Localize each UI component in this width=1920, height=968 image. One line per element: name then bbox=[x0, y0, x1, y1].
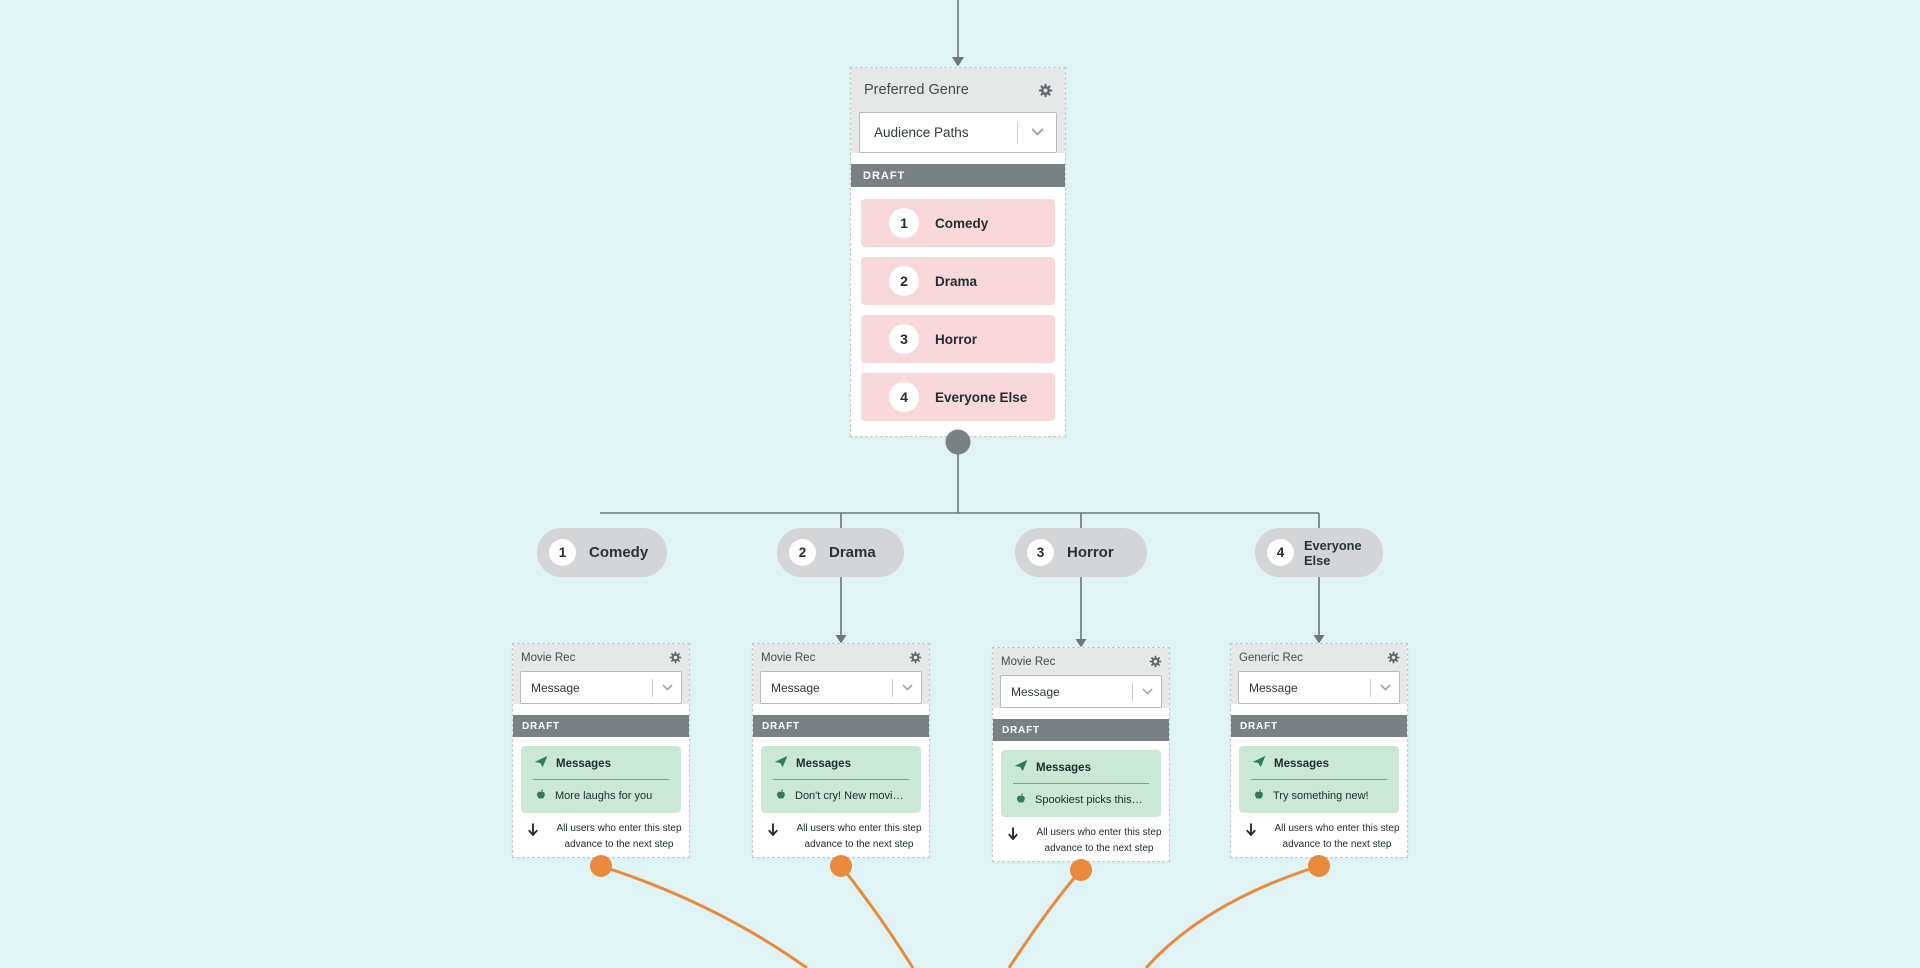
status-draft-badge: DRAFT bbox=[753, 715, 929, 737]
step-type-selector[interactable]: Message bbox=[1238, 671, 1400, 704]
branch-label: Everyone Else bbox=[1304, 537, 1362, 568]
selector-value: Message bbox=[771, 680, 820, 695]
advance-note-text: All users who enter this step advance to… bbox=[796, 823, 922, 850]
branch-node-dot[interactable] bbox=[945, 429, 971, 455]
path-label: Everyone Else bbox=[935, 389, 1028, 405]
advance-note-text: All users who enter this step advance to… bbox=[556, 823, 682, 850]
advance-note-text: All users who enter this step advance to… bbox=[1036, 827, 1162, 854]
gear-icon[interactable] bbox=[1038, 83, 1053, 98]
message-preview-text: Spookiest picks this… bbox=[1035, 793, 1143, 806]
selector-divider bbox=[892, 678, 893, 697]
message-card-movie-rec-horror[interactable]: Movie Rec Message DRAFT Messa bbox=[992, 647, 1170, 862]
path-number-badge: 4 bbox=[889, 382, 919, 412]
status-draft-badge: DRAFT bbox=[1231, 715, 1407, 737]
message-preview-text: Don't cry! New movi… bbox=[795, 789, 904, 802]
audience-path-row: 2 Drama bbox=[861, 257, 1055, 305]
path-number-badge: 2 bbox=[889, 266, 919, 296]
gear-icon[interactable] bbox=[1387, 651, 1400, 664]
messages-section[interactable]: Messages Spookiest picks this… bbox=[1001, 750, 1161, 817]
next-step-connector-dot[interactable] bbox=[1308, 855, 1330, 877]
card-title: Movie Rec bbox=[1001, 655, 1056, 668]
branch-label: Horror bbox=[1067, 544, 1114, 561]
selector-divider bbox=[1017, 121, 1018, 144]
messages-divider bbox=[1251, 779, 1387, 780]
next-step-connector-dot[interactable] bbox=[590, 855, 612, 877]
branch-pill-everyone-else: 4 Everyone Else bbox=[1255, 528, 1383, 577]
advance-note: All users who enter this step advance to… bbox=[1001, 825, 1162, 857]
flow-connector-curve bbox=[839, 865, 915, 968]
selector-divider bbox=[1132, 682, 1133, 701]
selector-value: Audience Paths bbox=[874, 125, 969, 140]
message-preview-text: More laughs for you bbox=[555, 789, 653, 802]
path-number-badge: 3 bbox=[889, 324, 919, 354]
branch-pill-drama: 2 Drama bbox=[777, 528, 904, 577]
messages-section[interactable]: Messages Don't cry! New movi… bbox=[761, 746, 921, 813]
next-step-connector-dot[interactable] bbox=[1070, 859, 1092, 881]
selector-divider bbox=[1370, 678, 1371, 697]
selector-value: Message bbox=[1249, 680, 1298, 695]
flow-connector-curve bbox=[1007, 869, 1083, 968]
audience-path-row: 4 Everyone Else bbox=[861, 373, 1055, 421]
advance-note: All users who enter this step advance to… bbox=[1239, 821, 1400, 853]
branch-pill-horror: 3 Horror bbox=[1015, 528, 1147, 577]
message-card-movie-rec-comedy[interactable]: Movie Rec Message DRAFT Messa bbox=[512, 643, 690, 858]
messages-divider bbox=[773, 779, 909, 780]
flow-connector-curve bbox=[1144, 864, 1320, 968]
status-draft-badge: DRAFT bbox=[851, 164, 1065, 187]
arrowhead-into-card-drama bbox=[835, 635, 847, 644]
card-title: Movie Rec bbox=[761, 651, 816, 664]
message-card-generic-rec[interactable]: Generic Rec Message DRAFT Mes bbox=[1230, 643, 1408, 858]
advance-note: All users who enter this step advance to… bbox=[761, 821, 922, 853]
messages-label: Messages bbox=[796, 757, 851, 770]
branch-number-badge: 3 bbox=[1027, 539, 1054, 566]
messages-label: Messages bbox=[556, 757, 611, 770]
messages-label: Messages bbox=[1036, 761, 1091, 774]
messages-divider bbox=[533, 779, 669, 780]
path-label: Drama bbox=[935, 273, 978, 289]
next-step-connector-dot[interactable] bbox=[830, 855, 852, 877]
selector-value: Message bbox=[531, 680, 580, 695]
branch-number-badge: 4 bbox=[1267, 539, 1294, 566]
step-type-selector[interactable]: Message bbox=[760, 671, 922, 704]
arrowhead-into-card-everyone-else bbox=[1313, 635, 1325, 644]
branch-label: Drama bbox=[829, 544, 876, 561]
messages-section[interactable]: Messages More laughs for you bbox=[521, 746, 681, 813]
advance-note-text: All users who enter this step advance to… bbox=[1274, 823, 1400, 850]
gear-icon[interactable] bbox=[909, 651, 922, 664]
messages-section[interactable]: Messages Try something new! bbox=[1239, 746, 1399, 813]
branch-label: Comedy bbox=[589, 544, 649, 561]
branch-number-badge: 2 bbox=[789, 539, 816, 566]
selector-divider bbox=[652, 678, 653, 697]
arrowhead-into-card-horror bbox=[1075, 639, 1087, 648]
flow-connector-curve bbox=[600, 864, 808, 968]
path-label: Horror bbox=[935, 331, 978, 347]
path-label: Comedy bbox=[935, 215, 989, 231]
messages-label: Messages bbox=[1274, 757, 1329, 770]
card-title: Preferred Genre bbox=[864, 82, 969, 98]
audience-path-row: 1 Comedy bbox=[861, 199, 1055, 247]
messages-divider bbox=[1013, 783, 1149, 784]
gear-icon[interactable] bbox=[669, 651, 682, 664]
audience-path-row: 3 Horror bbox=[861, 315, 1055, 363]
step-type-selector[interactable]: Message bbox=[1000, 675, 1162, 708]
audience-paths-list: 1 Comedy 2 Drama 3 Horror 4 Everyone Els… bbox=[851, 187, 1065, 421]
status-draft-badge: DRAFT bbox=[993, 719, 1169, 741]
message-preview-text: Try something new! bbox=[1273, 789, 1369, 802]
selector-value: Message bbox=[1011, 684, 1060, 699]
step-type-selector[interactable]: Audience Paths bbox=[859, 112, 1057, 153]
step-type-selector[interactable]: Message bbox=[520, 671, 682, 704]
path-number-badge: 1 bbox=[889, 208, 919, 238]
branch-number-badge: 1 bbox=[549, 539, 576, 566]
gear-icon[interactable] bbox=[1149, 655, 1162, 668]
message-card-movie-rec-drama[interactable]: Movie Rec Message DRAFT Messa bbox=[752, 643, 930, 858]
card-title: Movie Rec bbox=[521, 651, 576, 664]
advance-note: All users who enter this step advance to… bbox=[521, 821, 682, 853]
status-draft-badge: DRAFT bbox=[513, 715, 689, 737]
branch-pill-comedy: 1 Comedy bbox=[537, 528, 667, 577]
card-title: Generic Rec bbox=[1239, 651, 1303, 664]
trigger-card-preferred-genre[interactable]: Preferred Genre Audience Paths DRAFT 1 C… bbox=[850, 67, 1066, 437]
arrowhead-into-trigger bbox=[952, 57, 964, 67]
